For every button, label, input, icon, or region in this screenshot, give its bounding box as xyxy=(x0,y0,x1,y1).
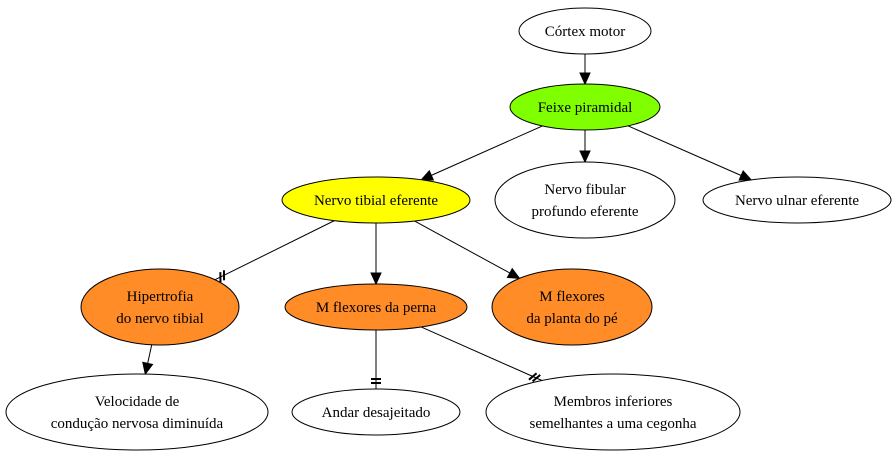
edge-line xyxy=(431,125,543,176)
edge-mflexperna-to-membros xyxy=(420,326,543,383)
node-ellipse xyxy=(291,388,461,436)
edge-feixe-to-ulnar xyxy=(627,125,753,181)
inhibition-mark xyxy=(528,372,538,381)
edge-line xyxy=(214,220,335,281)
edge-feixe-to-fibular xyxy=(579,130,591,164)
node-ellipse xyxy=(518,7,652,55)
inhibition-mark xyxy=(531,374,541,383)
node-ellipse xyxy=(5,373,269,451)
node-tibial: Nervo tibial eferente xyxy=(281,176,471,224)
edge-mflexperna-to-andar xyxy=(371,330,381,389)
node-label: semelhantes a uma cegonha xyxy=(529,416,696,432)
node-label: M flexores da perna xyxy=(316,300,437,316)
arrowhead xyxy=(370,272,382,286)
edges-layer xyxy=(142,54,753,389)
node-label: Andar desajeitado xyxy=(322,405,431,421)
node-cortex: Córtex motor xyxy=(518,7,652,55)
node-mflexplanta: M flexores da planta do pé xyxy=(491,268,653,346)
arrowhead xyxy=(579,72,591,86)
node-label: do nervo tibial xyxy=(116,311,203,327)
node-label: condução nervosa diminuída xyxy=(51,416,224,432)
edge-tibial-to-mflexperna xyxy=(370,223,382,286)
node-ellipse xyxy=(284,283,468,331)
node-label: Velocidade de xyxy=(95,394,180,410)
node-feixe: Feixe piramidal xyxy=(509,83,661,131)
node-ellipse xyxy=(494,161,676,239)
node-velocidade: Velocidade de condução nervosa diminuída xyxy=(5,373,269,451)
edge-line xyxy=(627,125,742,176)
node-ellipse xyxy=(485,373,741,451)
node-label: profundo eferente xyxy=(531,204,638,220)
edge-line xyxy=(147,344,153,364)
edge-line xyxy=(420,326,543,381)
node-label: Nervo ulnar eferente xyxy=(735,193,859,209)
node-ellipse xyxy=(509,83,661,131)
edge-cortex-to-feixe xyxy=(579,54,591,86)
node-ellipse xyxy=(491,268,653,346)
edge-feixe-to-tibial xyxy=(420,125,543,181)
node-hipertrofia: Hipertrofia do nervo tibial xyxy=(80,268,240,346)
node-label: Nervo fibular xyxy=(544,182,625,198)
node-label: da planta do pé xyxy=(526,311,618,327)
arrowhead xyxy=(506,267,521,279)
node-fibular: Nervo fibular profundo eferente xyxy=(494,161,676,239)
node-label: Hipertrofia xyxy=(127,289,194,305)
arrowhead xyxy=(579,150,591,164)
node-mflexperna: M flexores da perna xyxy=(284,283,468,331)
node-label: Membros inferiores xyxy=(554,394,673,410)
edge-tibial-to-mflexplanta xyxy=(414,220,521,279)
node-ellipse xyxy=(281,176,471,224)
node-ulnar: Nervo ulnar eferente xyxy=(702,176,892,224)
node-label: M flexores xyxy=(539,289,605,305)
node-label: Nervo tibial eferente xyxy=(314,193,438,209)
arrowhead xyxy=(142,361,154,376)
node-ellipse xyxy=(80,268,240,346)
node-ellipse xyxy=(702,176,892,224)
arrowhead xyxy=(738,170,753,181)
edge-tibial-to-hipertrofia xyxy=(214,220,335,283)
node-membros: Membros inferiores semelhantes a uma cego… xyxy=(485,373,741,451)
edge-hipertrofia-to-velocidade xyxy=(142,344,154,376)
node-andar: Andar desajeitado xyxy=(291,388,461,436)
node-label: Córtex motor xyxy=(545,24,625,40)
arrowhead xyxy=(420,169,435,181)
edge-line xyxy=(414,220,511,274)
node-label: Feixe piramidal xyxy=(538,100,633,116)
